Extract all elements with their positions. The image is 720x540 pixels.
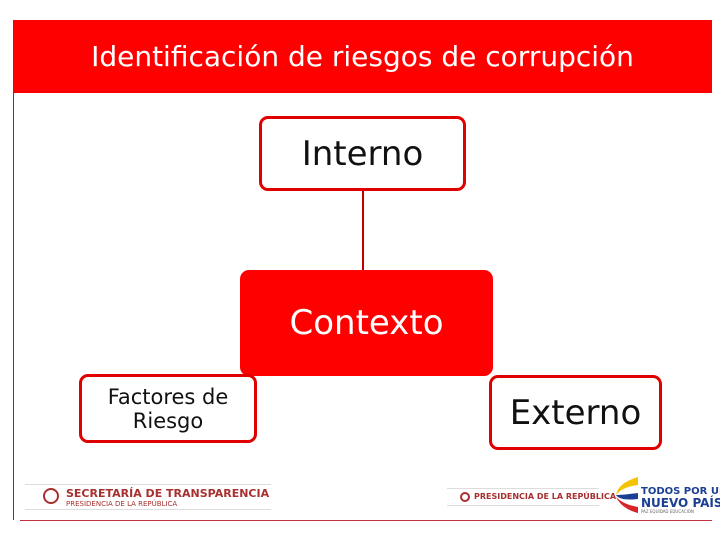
- coat-of-arms-icon: [460, 492, 470, 502]
- secretaria-logo-line1: SECRETARÍA DE TRANSPARENCIA: [66, 487, 270, 500]
- bottom-border: [20, 520, 712, 521]
- colombia-flag-swoosh-icon: [616, 477, 638, 513]
- divider: [25, 509, 271, 510]
- node-label: Interno: [301, 133, 424, 174]
- divider: [447, 488, 599, 489]
- slide-title: Identificación de riesgos de corrupción: [13, 20, 712, 93]
- node-factores-de-riesgo: Factores de Riesgo: [79, 374, 257, 443]
- divider: [25, 484, 271, 485]
- coat-of-arms-icon: [43, 488, 59, 504]
- left-border: [13, 20, 14, 520]
- connector-line: [362, 190, 364, 272]
- node-contexto: Contexto: [240, 270, 493, 376]
- secretaria-logo-line2: PRESIDENCIA DE LA REPÚBLICA: [66, 500, 178, 508]
- todos-logo-line2: NUEVO PAÍS: [641, 496, 720, 510]
- node-interno: Interno: [259, 116, 466, 191]
- node-label: Contexto: [289, 303, 444, 343]
- todos-logo-line3: PAZ EQUIDAD EDUCACIÓN: [641, 509, 694, 514]
- divider: [447, 505, 599, 506]
- presidencia-logo: PRESIDENCIA DE LA REPÚBLICA: [474, 492, 617, 501]
- node-label: Factores de Riesgo: [107, 384, 229, 433]
- node-label: Externo: [509, 392, 642, 433]
- node-externo: Externo: [489, 375, 662, 450]
- todos-logo-line1: TODOS POR UN: [641, 486, 720, 497]
